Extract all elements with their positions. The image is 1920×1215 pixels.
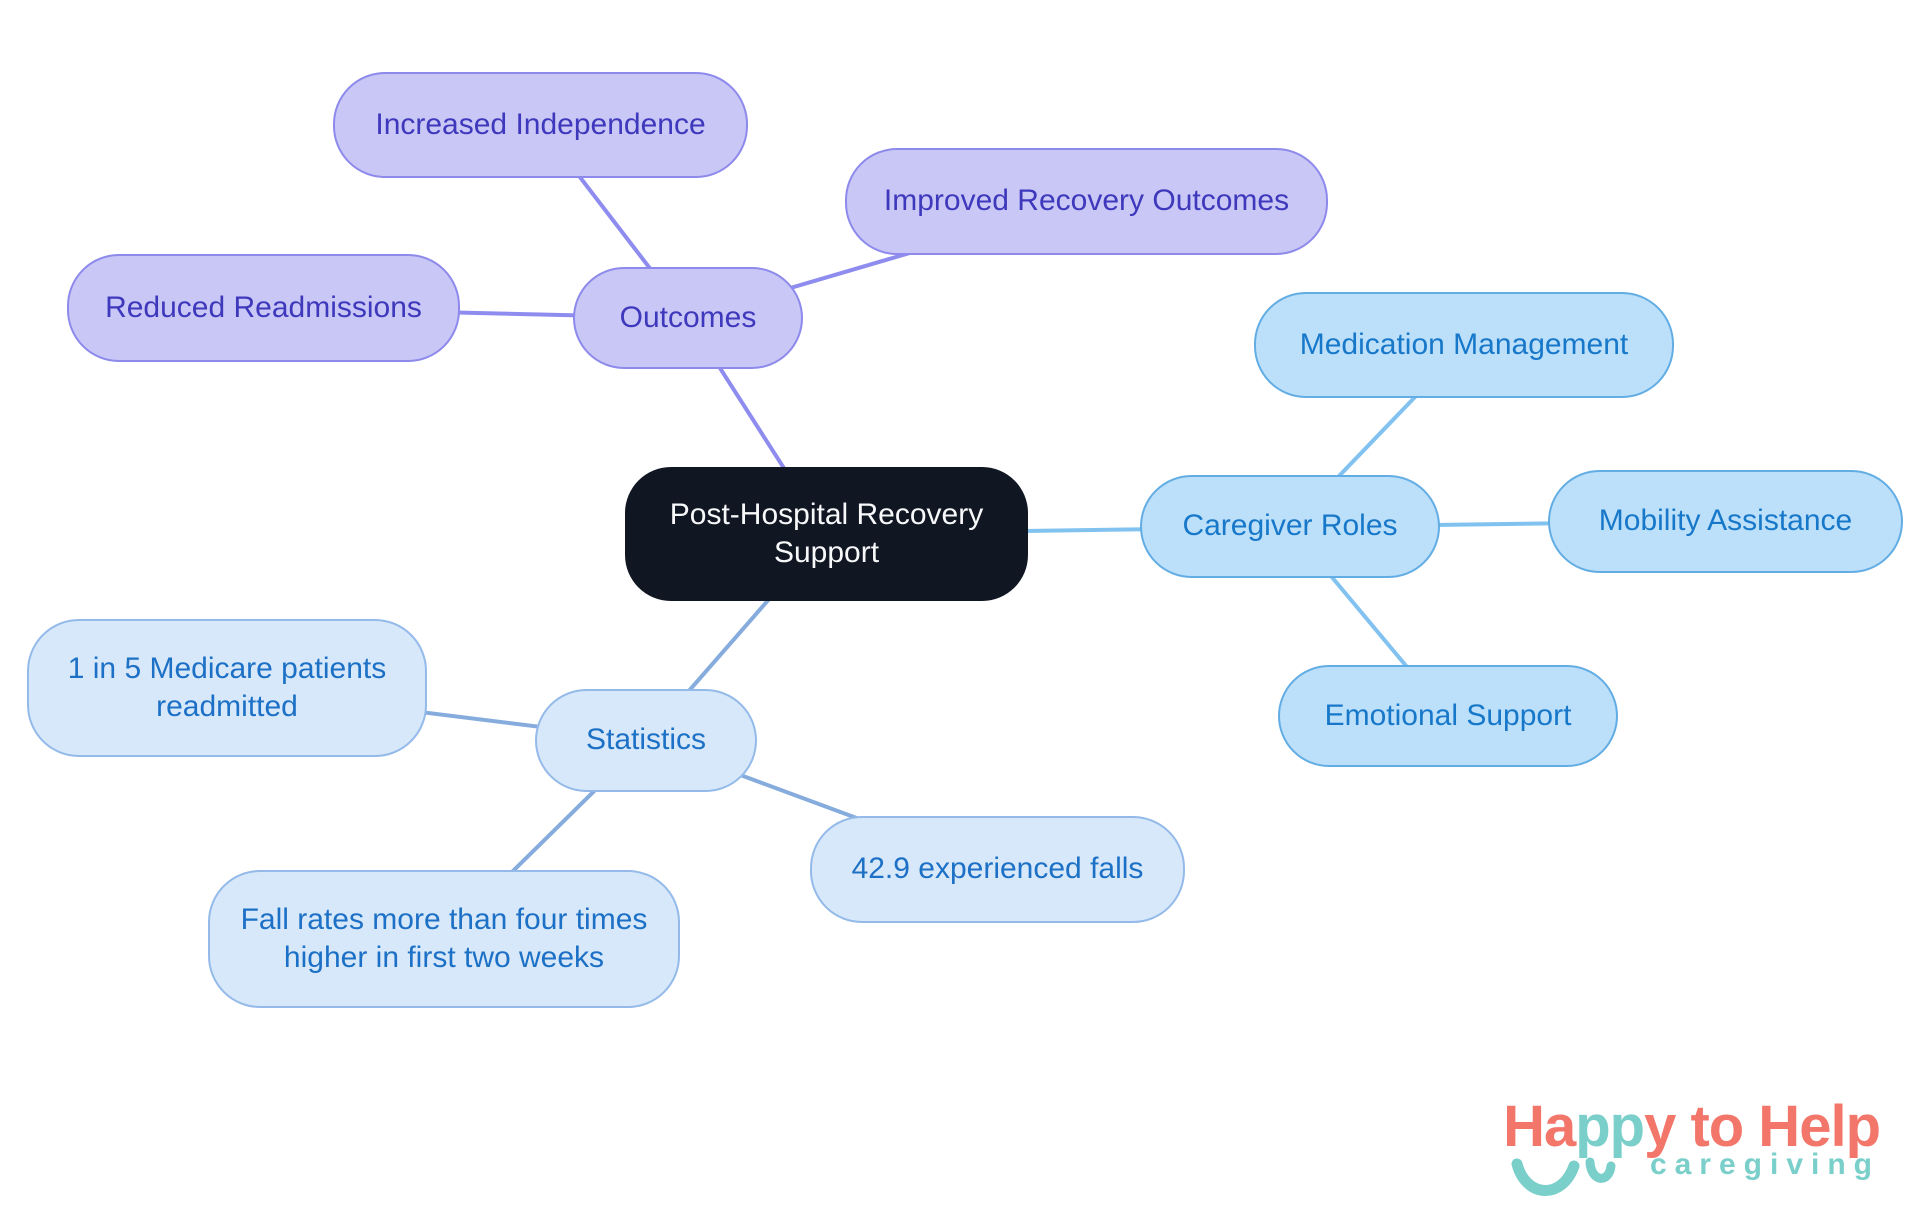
- node-emotional-support[interactable]: Emotional Support: [1278, 665, 1618, 767]
- node-outcomes-label: Outcomes: [619, 300, 757, 334]
- node-outcomes[interactable]: Outcomes: [573, 267, 803, 369]
- logo-text-ha: Ha: [1503, 1094, 1576, 1159]
- node-medication-management-label: Medication Management: [1299, 327, 1629, 361]
- node-increased-independence-label: Increased Independence: [375, 107, 706, 141]
- node-increased-independence[interactable]: Increased Independence: [333, 72, 748, 178]
- node-medicare-readmitted-label: 1 in 5 Medicare patients readmitted: [67, 651, 387, 723]
- brand-logo-wordmark: Happy to Help: [1418, 1098, 1881, 1156]
- node-fall-rates-label: Fall rates more than four times higher i…: [240, 902, 648, 974]
- brand-logo-subtitle: caregiving: [1649, 1148, 1880, 1181]
- node-experienced-falls[interactable]: 42.9 experienced falls: [810, 816, 1185, 923]
- node-caregiver-roles-label: Caregiver Roles: [1182, 509, 1398, 543]
- node-root[interactable]: Post-Hospital Recovery Support: [625, 467, 1028, 601]
- logo-text-pp: pp: [1575, 1094, 1645, 1159]
- node-improved-recovery-outcomes-label: Improved Recovery Outcomes: [883, 184, 1290, 218]
- brand-logo: Happy to Help caregiving: [1418, 1098, 1881, 1208]
- node-reduced-readmissions[interactable]: Reduced Readmissions: [67, 254, 460, 362]
- node-mobility-assistance-label: Mobility Assistance: [1598, 504, 1853, 538]
- node-statistics[interactable]: Statistics: [535, 689, 757, 792]
- node-mobility-assistance[interactable]: Mobility Assistance: [1548, 470, 1903, 573]
- node-root-label: Post-Hospital Recovery Support: [669, 497, 984, 569]
- node-emotional-support-label: Emotional Support: [1324, 698, 1572, 732]
- logo-text-y-to-help: y to Help: [1644, 1094, 1881, 1159]
- node-reduced-readmissions-label: Reduced Readmissions: [105, 290, 422, 324]
- node-medication-management[interactable]: Medication Management: [1254, 292, 1674, 398]
- node-improved-recovery-outcomes[interactable]: Improved Recovery Outcomes: [845, 148, 1328, 255]
- node-statistics-label: Statistics: [585, 723, 707, 757]
- smile-icon: [1511, 1157, 1616, 1196]
- node-experienced-falls-label: 42.9 experienced falls: [851, 852, 1144, 886]
- node-caregiver-roles[interactable]: Caregiver Roles: [1140, 475, 1440, 578]
- node-medicare-readmitted[interactable]: 1 in 5 Medicare patients readmitted: [27, 619, 427, 757]
- node-fall-rates[interactable]: Fall rates more than four times higher i…: [208, 870, 680, 1008]
